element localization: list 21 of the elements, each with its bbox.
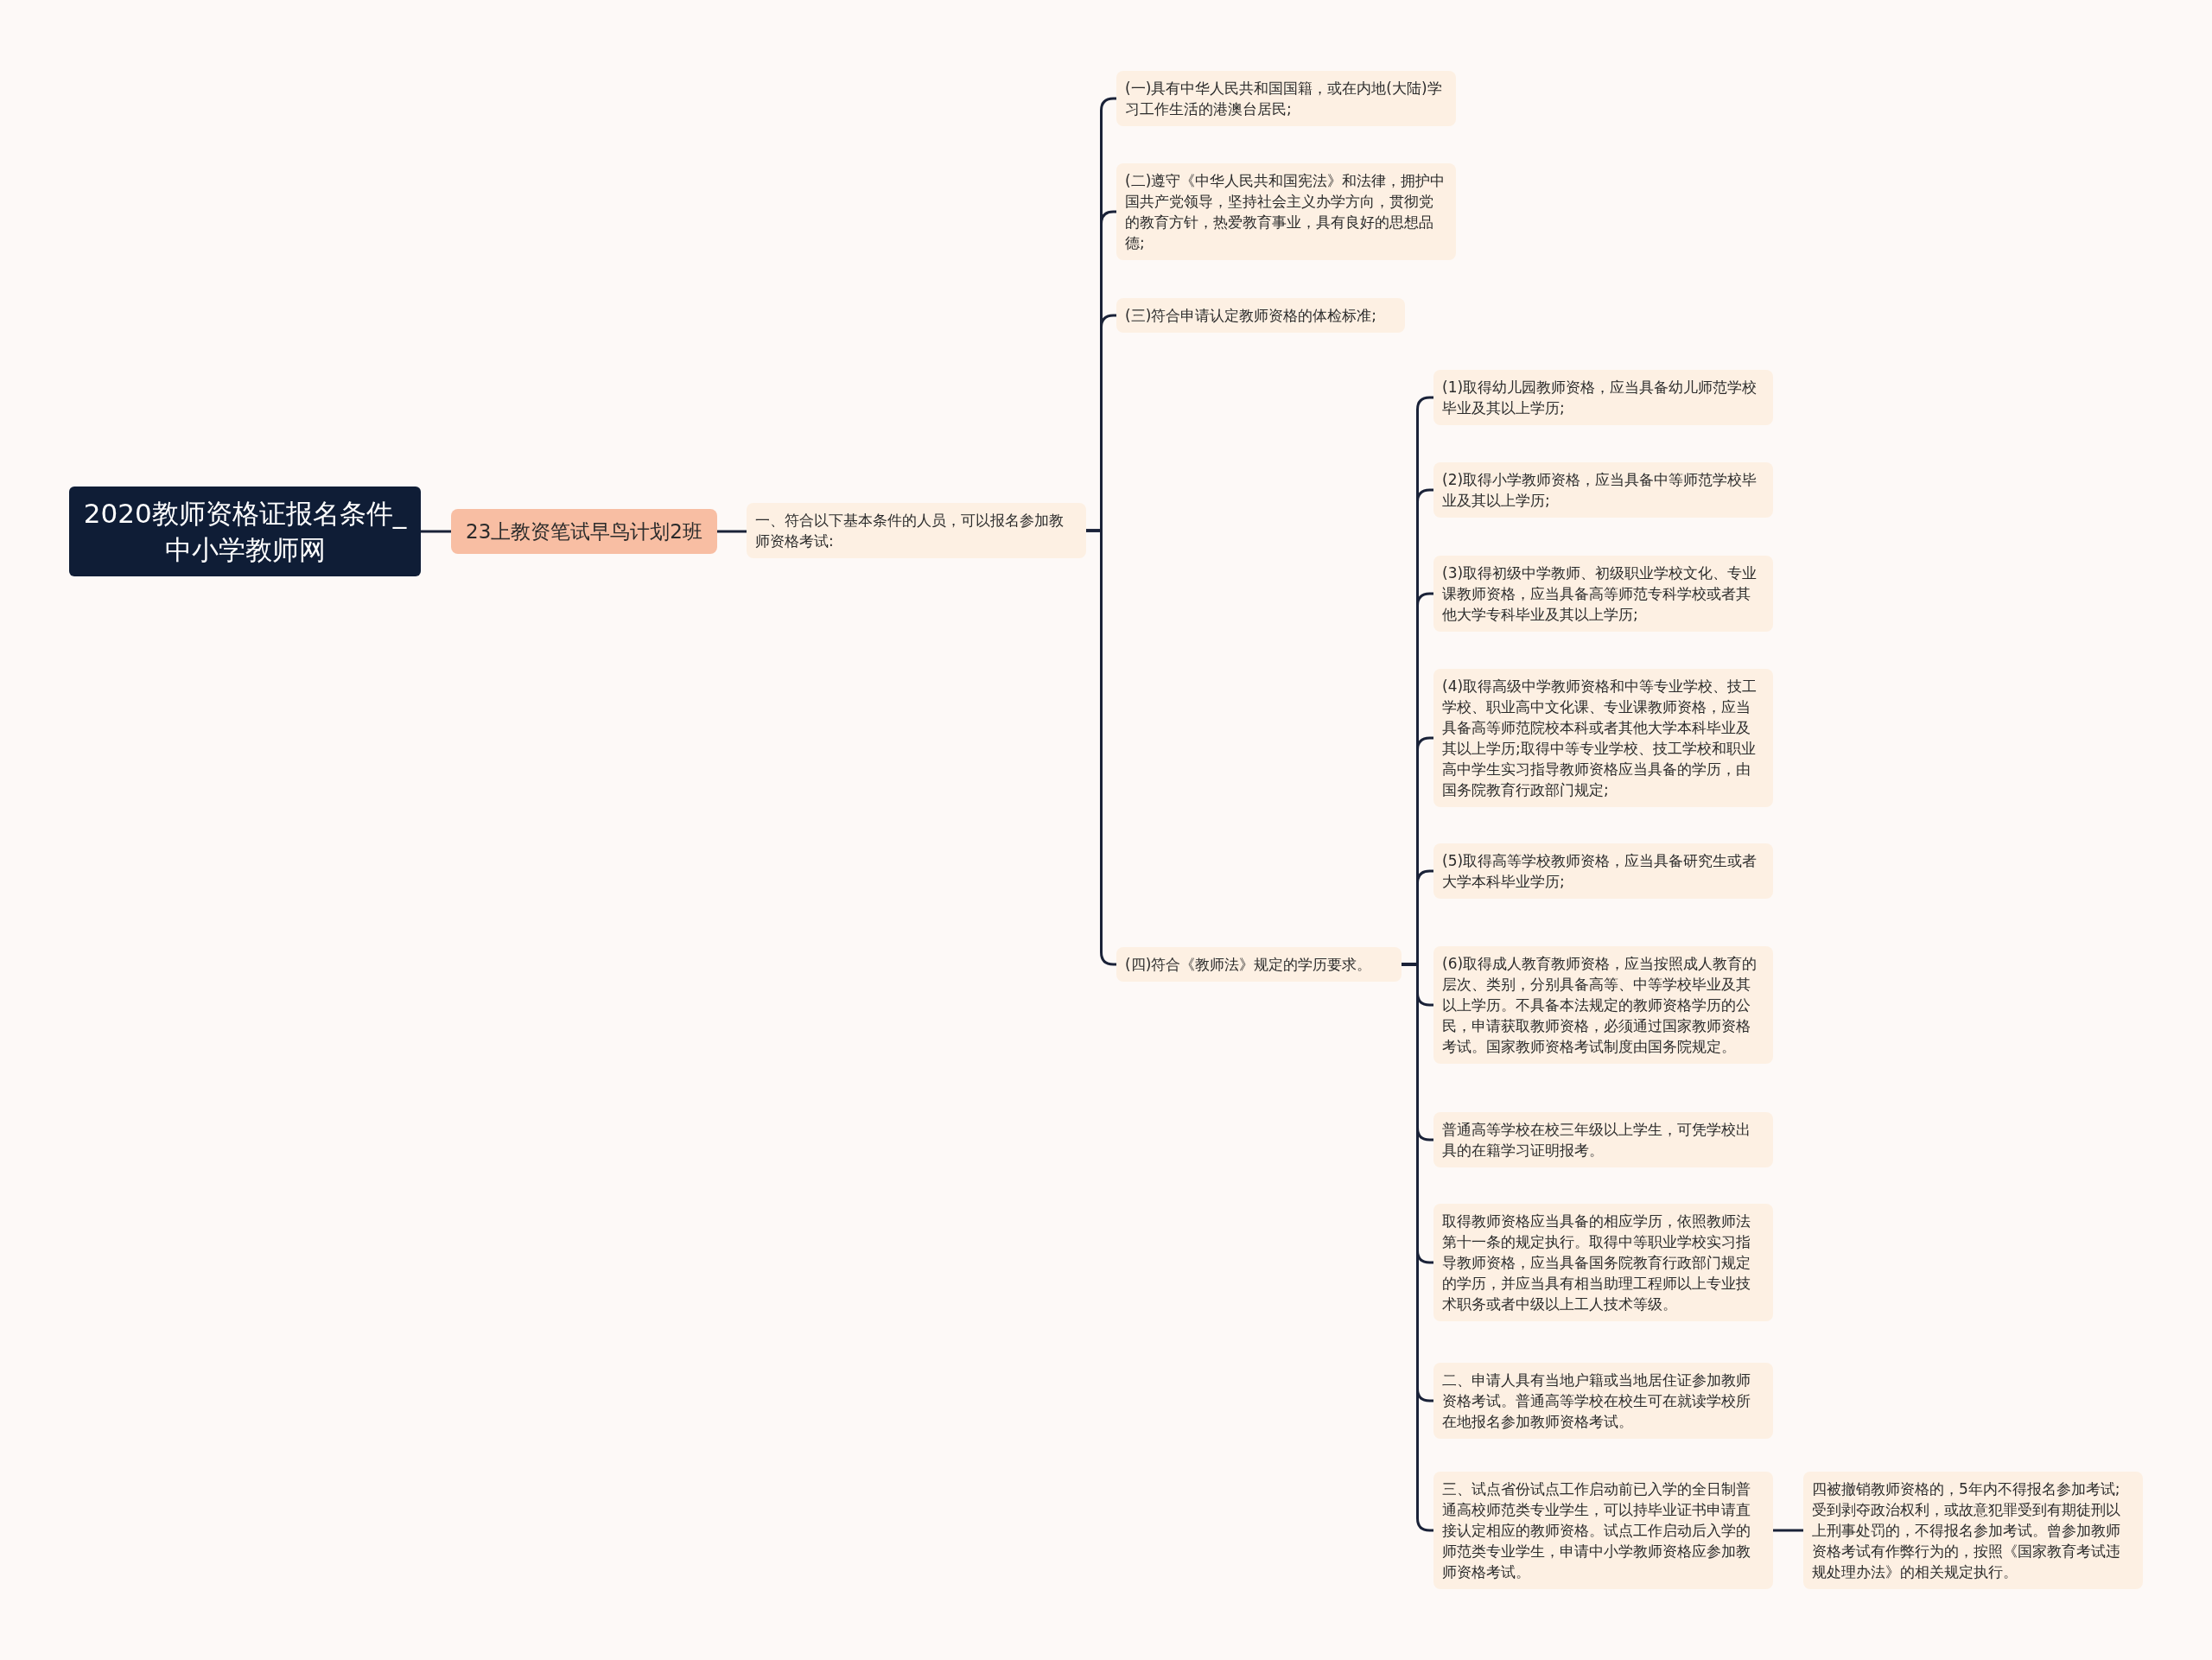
connector-line bbox=[421, 530, 451, 533]
leaf-box: (二)遵守《中华人民共和国宪法》和法律，拥护中国共产党领导，坚持社会主义办学方向，贯彻党的教育方针，热爱教育事业，具有良好的思想品德; bbox=[1116, 163, 1456, 260]
leaf-box: (6)取得成人教育教师资格，应当按照成人教育的层次、类别，分别具备高等、中等学校毕业及其以上学历。不具备本法规定的教师资格学历的公民，申请获取教师资格，必须通过国家教师资格考试。国家教师资格考试制度由国务院规定。 bbox=[1433, 946, 1773, 1064]
leaf-box: (2)取得小学教师资格，应当具备中等师范学校毕业及其以上学历; bbox=[1433, 462, 1773, 518]
connector-line bbox=[717, 530, 747, 533]
leaf-box: 二、申请人具有当地户籍或当地居住证参加教师资格考试。普通高等学校在校生可在就读学校所在地报名参加教师资格考试。 bbox=[1433, 1363, 1773, 1439]
leaf-box: 一、符合以下基本条件的人员，可以报名参加教师资格考试: bbox=[747, 503, 1086, 558]
leaf-box: 普通高等学校在校三年级以上学生，可凭学校出具的在籍学习证明报考。 bbox=[1433, 1112, 1773, 1167]
leaf-box: (四)符合《教师法》规定的学历要求。 bbox=[1116, 947, 1402, 982]
connector-line bbox=[1773, 1529, 1803, 1532]
leaf-box: 四被撤销教师资格的，5年内不得报名参加考试;受到剥夺政治权利，或故意犯罪受到有期徒刑以上刑事处罚的，不得报名参加考试。曾参加教师资格考试有作弊行为的，按照《国家教育考试违规处理办法》的相关规定执行。 bbox=[1803, 1472, 2143, 1589]
leaf-box: (一)具有中华人民共和国国籍，或在内地(大陆)学习工作生活的港澳台居民; bbox=[1116, 71, 1456, 126]
leaf-box: (三)符合申请认定教师资格的体检标准; bbox=[1116, 298, 1405, 333]
leaf-box: (3)取得初级中学教师、初级职业学校文化、专业课教师资格，应当具备高等师范专科学校或者其他大学专科毕业及其以上学历; bbox=[1433, 556, 1773, 632]
branch-box: 23上教资笔试早鸟计划2班 bbox=[451, 509, 717, 554]
leaf-box: 取得教师资格应当具备的相应学历，依照教师法第十一条的规定执行。取得中等职业学校实习指导教师资格，应当具备国务院教育行政部门规定的学历，并应当具有相当助理工程师以上专业技术职务或者中级以上工人技术等级。 bbox=[1433, 1204, 1773, 1321]
leaf-box: (4)取得高级中学教师资格和中等专业学校、技工学校、职业高中文化课、专业课教师资格，应当具备高等师范院校本科或者其他大学本科毕业及其以上学历;取得中等专业学校、技工学校和职业高中学生实习指导教师资格应当具备的学历，由国务院教育行政部门规定; bbox=[1433, 669, 1773, 807]
leaf-box: (5)取得高等学校教师资格，应当具备研究生或者大学本科毕业学历; bbox=[1433, 843, 1773, 899]
central-topic-box: 2020教师资格证报名条件_中小学教师网 bbox=[69, 487, 421, 576]
leaf-box: (1)取得幼儿园教师资格，应当具备幼儿师范学校毕业及其以上学历; bbox=[1433, 370, 1773, 425]
leaf-box: 三、试点省份试点工作启动前已入学的全日制普通高校师范类专业学生，可以持毕业证书申请直接认定相应的教师资格。试点工作启动后入学的师范类专业学生，申请中小学教师资格应参加教师资格考试。 bbox=[1433, 1472, 1773, 1589]
